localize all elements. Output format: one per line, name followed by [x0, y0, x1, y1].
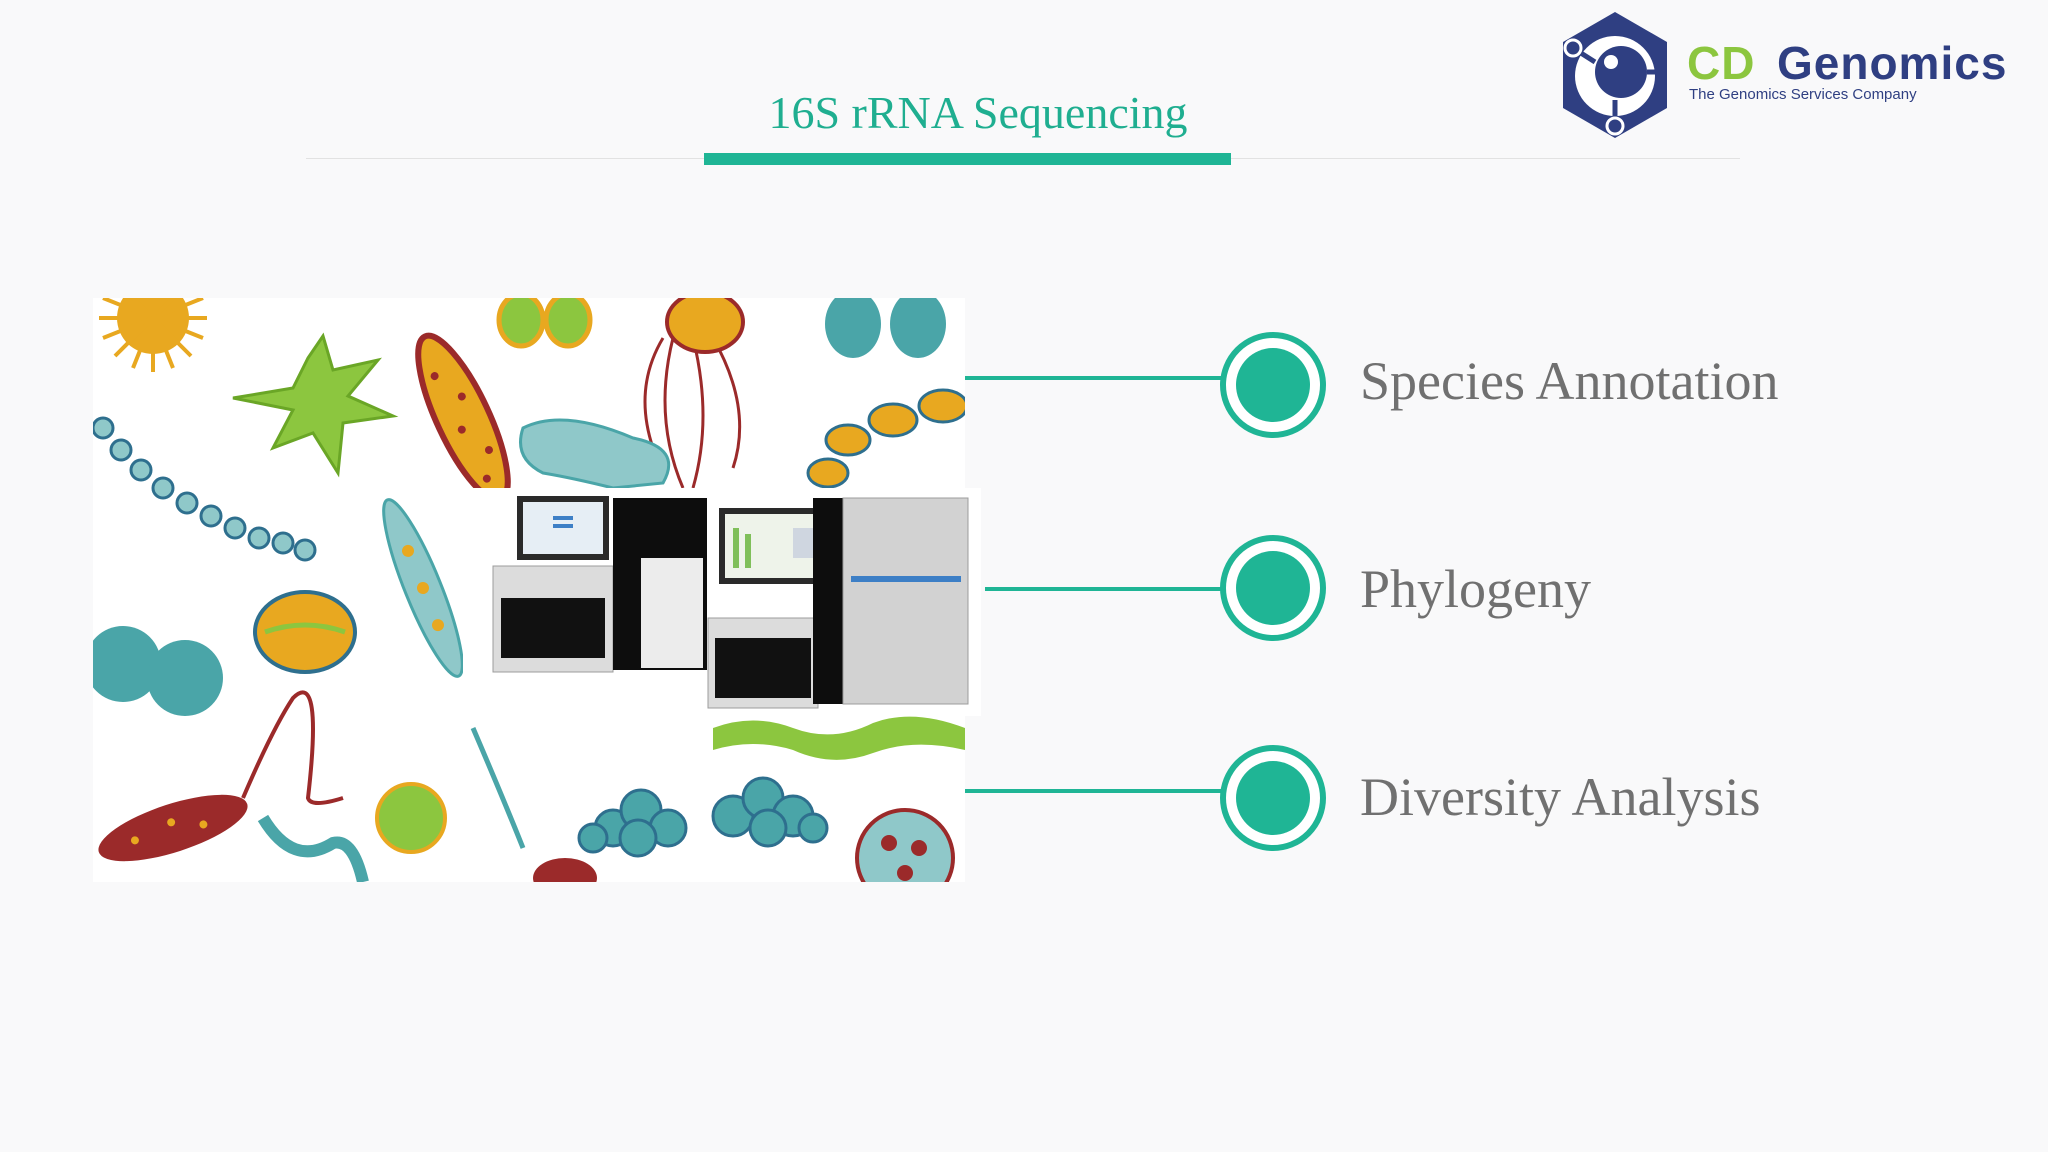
company-logo: CD Genomics The Genomics Services Compan… — [1555, 8, 2035, 142]
logo-tagline: The Genomics Services Company — [1689, 86, 1917, 103]
feature-diversity-analysis: Diversity Analysis — [1360, 767, 1761, 827]
slide-title: 16S rRNA Sequencing — [768, 87, 1188, 138]
logo-brand-genomics: Genomics — [1777, 37, 2008, 89]
feature-phylogeny: Phylogeny — [1360, 559, 1592, 619]
hexagon-molecule-icon — [1563, 12, 1667, 138]
teal-circle-node-icon — [1220, 332, 1326, 438]
connector-line-phylogeny — [985, 587, 1225, 591]
title-underline-accent — [704, 153, 1231, 165]
logo-brand-cd: CD — [1687, 37, 1756, 89]
connector-line-species — [965, 376, 1225, 380]
sequencing-machines-photo — [463, 488, 981, 716]
feature-species-annotation: Species Annotation — [1360, 351, 1779, 411]
teal-circle-node-icon — [1220, 535, 1326, 641]
teal-circle-node-icon — [1220, 745, 1326, 851]
connector-line-diversity — [965, 789, 1225, 793]
